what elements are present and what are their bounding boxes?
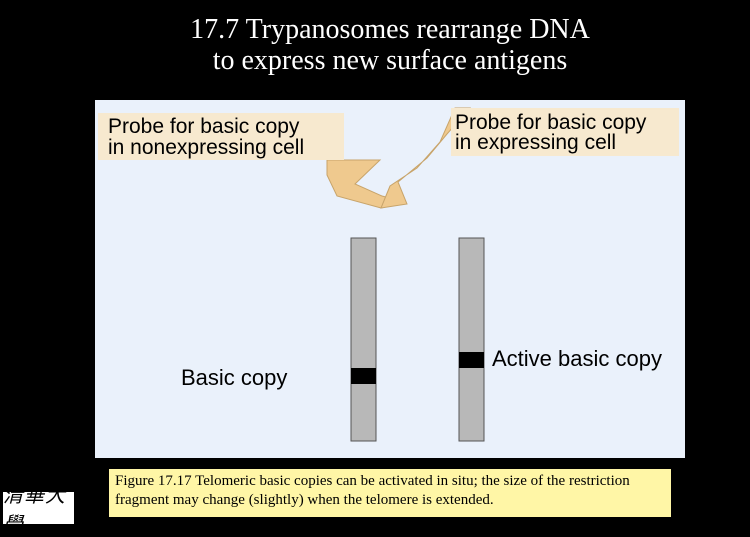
right-probe-label-box bbox=[451, 108, 679, 156]
right-probe-label-line-1: Probe for basic copy bbox=[455, 111, 647, 134]
figure-caption: Figure 17.17 Telomeric basic copies can … bbox=[109, 469, 671, 517]
right-probe-label-line-2: in expressing cell bbox=[455, 131, 616, 154]
gel-diagram: Probe for basic copy in nonexpressing ce… bbox=[95, 100, 685, 458]
left-probe-label-line-1: Probe for basic copy bbox=[108, 115, 300, 138]
university-logo: 清華大學 bbox=[3, 483, 74, 536]
title-line-2: to express new surface antigens bbox=[212, 45, 568, 76]
band-active-basic-copy bbox=[459, 352, 484, 368]
left-probe-label-line-2: in nonexpressing cell bbox=[108, 136, 304, 159]
left-probe-label-box bbox=[98, 113, 344, 160]
slide-title: 17.7 Trypanosomes rearrange DNA to expre… bbox=[0, 14, 750, 76]
gel-lane-expressing bbox=[458, 237, 485, 442]
band-basic-copy bbox=[351, 368, 376, 384]
gel-lane-nonexpressing bbox=[350, 237, 377, 442]
label-active-basic-copy: Active basic copy bbox=[492, 346, 662, 371]
logo-text: 清華大學 bbox=[3, 483, 66, 536]
label-basic-copy: Basic copy bbox=[181, 365, 287, 390]
title-line-1: 17.7 Trypanosomes rearrange DNA bbox=[190, 14, 590, 45]
